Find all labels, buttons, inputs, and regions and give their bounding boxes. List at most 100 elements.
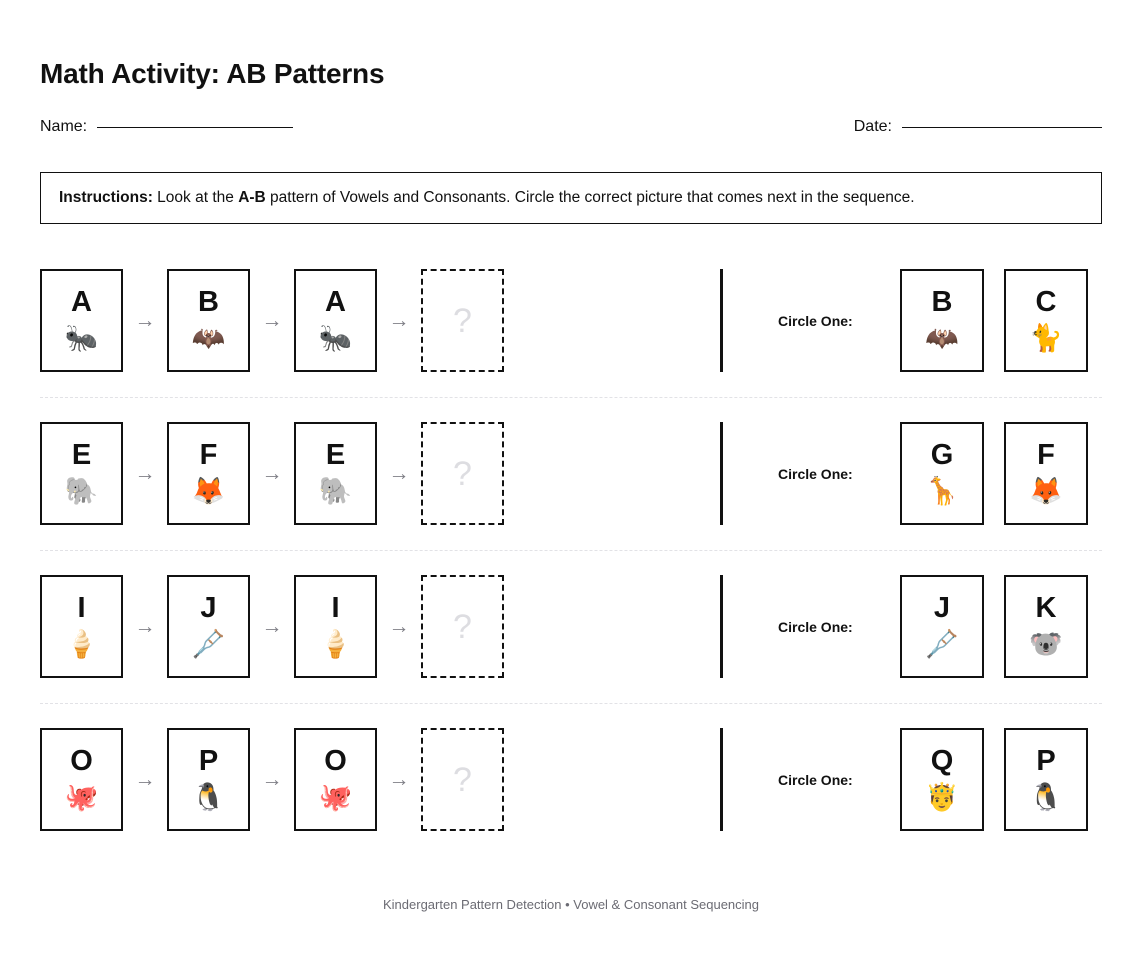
- arrow-right-icon: →: [134, 309, 156, 332]
- sequence-card-letter: P: [198, 745, 219, 777]
- sequence-card: O🐙: [294, 728, 377, 831]
- row-divider: [720, 575, 723, 678]
- sequence-card: A🐜: [294, 269, 377, 372]
- pattern-sequence: O🐙→P🐧→O🐙→?: [40, 728, 504, 831]
- instructions-box: Instructions: Look at the A-B pattern of…: [40, 172, 1102, 224]
- answer-choices: Circle One:B🦇C🐈: [762, 244, 1088, 397]
- sequence-card-letter: F: [199, 439, 218, 471]
- sequence-card: J🩼: [167, 575, 250, 678]
- answer-option-letter: G: [930, 439, 954, 471]
- ice-cream-emoji: 🍦: [64, 628, 99, 659]
- instructions-label: Instructions:: [59, 188, 153, 206]
- name-label: Name:: [40, 118, 88, 135]
- answer-option-card[interactable]: J🩼: [900, 575, 984, 678]
- question-mark-icon: ?: [453, 301, 472, 340]
- problem-row: I🍦→J🩼→I🍦→?Circle One:J🩼K🐨: [40, 550, 1102, 703]
- ant-emoji: 🐜: [64, 322, 99, 353]
- answer-option-letter: P: [1036, 745, 1056, 777]
- answer-option-card[interactable]: G🦒: [900, 422, 984, 525]
- name-field: Name:: [40, 118, 294, 136]
- ice-cream-emoji: 🍦: [318, 628, 353, 659]
- sequence-card-letter: E: [325, 439, 346, 471]
- problem-row: A🐜→B🦇→A🐜→?Circle One:B🦇C🐈: [40, 244, 1102, 397]
- bat-emoji: 🦇: [191, 322, 226, 353]
- pattern-sequence: I🍦→J🩼→I🍦→?: [40, 575, 504, 678]
- sequence-card-letter: I: [77, 592, 86, 624]
- sequence-card-letter: O: [70, 745, 93, 777]
- page-title: Math Activity: AB Patterns: [40, 58, 385, 89]
- octopus-emoji: 🐙: [318, 781, 353, 812]
- circle-one-label: Circle One:: [778, 465, 853, 482]
- problem-row: O🐙→P🐧→O🐙→?Circle One:Q🤴P🐧: [40, 703, 1102, 856]
- date-field: Date:: [854, 118, 1102, 136]
- question-mark-icon: ?: [453, 454, 472, 493]
- circle-one-label: Circle One:: [778, 771, 853, 788]
- sequence-card: F🦊: [167, 422, 250, 525]
- sequence-card-letter: J: [200, 592, 217, 624]
- answer-option-card[interactable]: Q🤴: [900, 728, 984, 831]
- answer-option-card[interactable]: C🐈: [1004, 269, 1088, 372]
- sequence-card-letter: A: [71, 286, 92, 318]
- sequence-card: I🍦: [294, 575, 377, 678]
- question-mark-icon: ?: [453, 607, 472, 646]
- sequence-card-letter: I: [331, 592, 340, 624]
- answer-option-letter: K: [1035, 592, 1057, 624]
- arrow-right-icon: →: [261, 462, 283, 485]
- name-date-row: Name: Date:: [40, 118, 1102, 144]
- answer-option-letter: B: [931, 286, 953, 318]
- sequence-card: A🐜: [40, 269, 123, 372]
- arrow-right-icon: →: [134, 615, 156, 638]
- name-write-line[interactable]: [97, 127, 294, 128]
- row-divider: [720, 728, 723, 831]
- answer-blank-card[interactable]: ?: [421, 728, 504, 831]
- fox-emoji: 🦊: [191, 475, 226, 506]
- sequence-card-letter: O: [324, 745, 347, 777]
- giraffe-emoji: 🦒: [925, 475, 959, 506]
- footer-note: Kindergarten Pattern Detection • Vowel &…: [382, 897, 760, 912]
- sequence-card-letter: A: [325, 286, 346, 318]
- sequence-card: P🐧: [167, 728, 250, 831]
- fox-emoji: 🦊: [1029, 475, 1063, 506]
- arrow-right-icon: →: [388, 768, 410, 791]
- penguin-emoji: 🐧: [191, 781, 226, 812]
- question-mark-icon: ?: [453, 760, 472, 799]
- sequence-card: I🍦: [40, 575, 123, 678]
- queen-emoji: 🤴: [925, 781, 959, 812]
- elephant-emoji: 🐘: [318, 475, 353, 506]
- instructions-text: Instructions: Look at the A-B pattern of…: [59, 189, 915, 208]
- cat-emoji: 🐈: [1029, 322, 1063, 353]
- koala-emoji: 🐨: [1029, 628, 1063, 659]
- answer-choices: Circle One:Q🤴P🐧: [762, 703, 1088, 856]
- answer-option-card[interactable]: P🐧: [1004, 728, 1088, 831]
- sequence-card: B🦇: [167, 269, 250, 372]
- sequence-card: E🐘: [40, 422, 123, 525]
- date-label: Date:: [853, 118, 892, 135]
- sequence-card-letter: B: [198, 286, 219, 318]
- answer-blank-card[interactable]: ?: [421, 575, 504, 678]
- elephant-emoji: 🐘: [64, 475, 99, 506]
- circle-one-label: Circle One:: [778, 618, 853, 635]
- answer-option-card[interactable]: B🦇: [900, 269, 984, 372]
- ant-emoji: 🐜: [318, 322, 353, 353]
- sequence-card: O🐙: [40, 728, 123, 831]
- answer-option-letter: F: [1037, 439, 1055, 471]
- sequence-card-letter: E: [71, 439, 92, 471]
- arrow-right-icon: →: [388, 462, 410, 485]
- circle-one-label: Circle One:: [778, 312, 853, 329]
- date-write-line[interactable]: [902, 127, 1102, 128]
- pattern-sequence: A🐜→B🦇→A🐜→?: [40, 269, 504, 372]
- instructions-pattern: A-B: [238, 188, 266, 206]
- answer-option-card[interactable]: F🦊: [1004, 422, 1088, 525]
- answer-blank-card[interactable]: ?: [421, 422, 504, 525]
- answer-option-letter: C: [1035, 286, 1057, 318]
- arrow-right-icon: →: [261, 768, 283, 791]
- arrow-right-icon: →: [388, 615, 410, 638]
- penguin-emoji: 🐧: [1029, 781, 1063, 812]
- problem-rows: A🐜→B🦇→A🐜→?Circle One:B🦇C🐈E🐘→F🦊→E🐘→?Circl…: [40, 244, 1102, 856]
- jellyfish-emoji: 🩼: [925, 628, 959, 659]
- answer-option-card[interactable]: K🐨: [1004, 575, 1088, 678]
- instructions-text-after: pattern of Vowels and Consonants. Circle…: [265, 188, 915, 206]
- answer-blank-card[interactable]: ?: [421, 269, 504, 372]
- answer-choices: Circle One:J🩼K🐨: [762, 550, 1088, 703]
